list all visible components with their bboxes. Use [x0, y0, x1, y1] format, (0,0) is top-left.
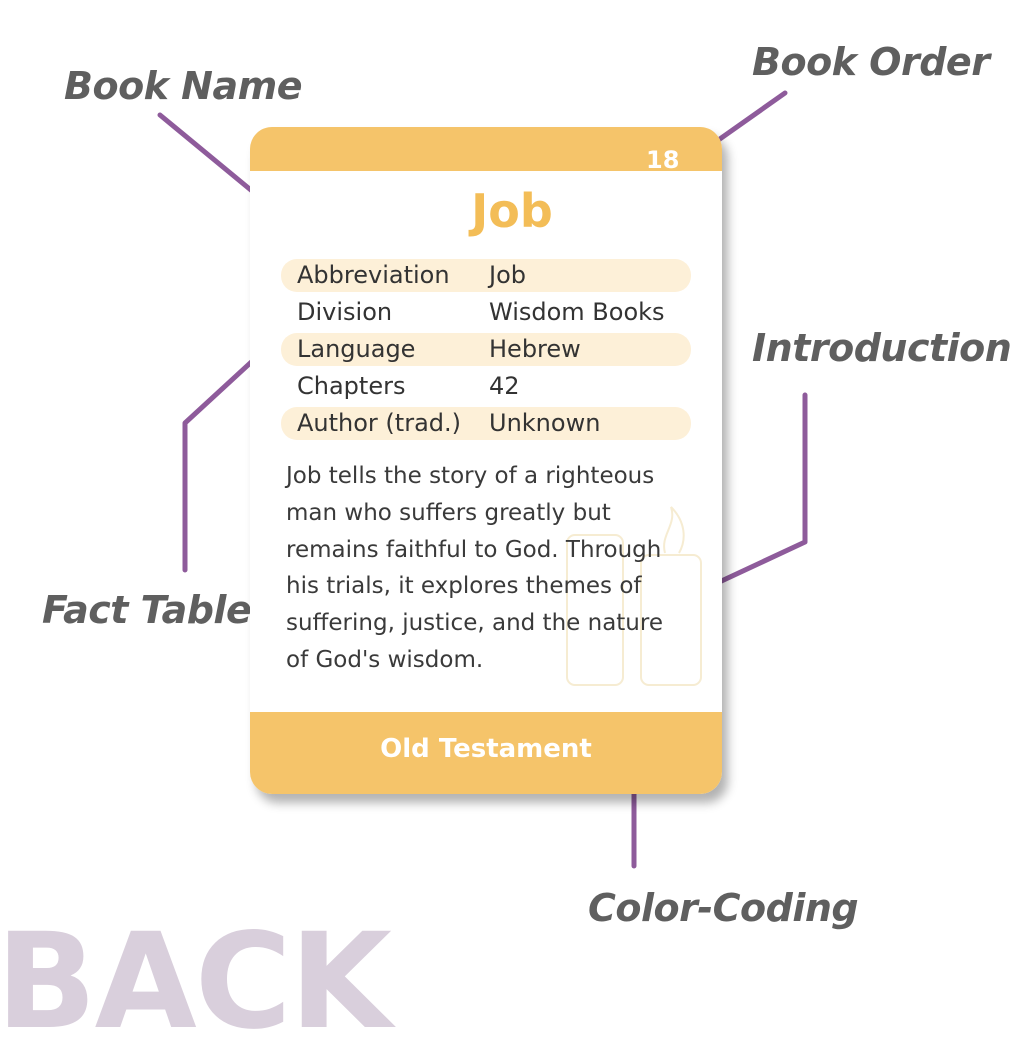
fact-value: Unknown	[489, 409, 601, 437]
introduction-callout: Introduction	[752, 326, 1012, 370]
book-introduction: Job tells the story of a righteous man w…	[286, 458, 686, 679]
fact-row: Chapters 42	[281, 370, 691, 403]
card-side-label: BACK	[0, 905, 392, 1059]
fact-value: Wisdom Books	[489, 298, 665, 326]
fact-label: Division	[297, 298, 393, 326]
fact-row: Language Hebrew	[281, 333, 691, 366]
book-card	[250, 127, 722, 794]
scroll-watermark-icon	[566, 506, 702, 686]
fact-value: Hebrew	[489, 335, 581, 363]
fact-row: Author (trad.) Unknown	[281, 407, 691, 440]
book-title: Job	[471, 184, 553, 238]
book-order-callout: Book Order	[752, 40, 990, 84]
fact-value: 42	[489, 372, 520, 400]
intro-line: suffering, justice, and the nature	[286, 610, 663, 637]
fact-row: Abbreviation Job	[281, 259, 691, 292]
intro-line: his trials, it explores themes of	[286, 573, 642, 600]
fact-label: Language	[297, 335, 416, 363]
fact-label: Abbreviation	[297, 261, 450, 289]
fact-label: Author (trad.)	[297, 409, 462, 437]
fact-row: Division Wisdom Books	[281, 296, 691, 329]
fact-table: Abbreviation Job Division Wisdom Books L…	[281, 259, 691, 444]
testament-label: Old Testament	[380, 734, 592, 764]
intro-line: man who suffers greatly but	[286, 499, 611, 526]
intro-line: of God's wisdom.	[286, 646, 484, 673]
book-name-callout: Book Name	[64, 64, 303, 108]
book-order-number: 18	[646, 146, 680, 174]
card-footer-band	[250, 712, 722, 794]
card-header-band	[250, 127, 722, 171]
fact-value: Job	[489, 261, 526, 289]
fact-table-leader	[182, 340, 275, 573]
intro-line: Job tells the story of a righteous	[286, 463, 655, 489]
color-coding-callout: Color-Coding	[588, 886, 859, 930]
fact-table-callout: Fact Table	[42, 588, 252, 632]
fact-label: Chapters	[297, 372, 406, 400]
intro-line: remains faithful to God. Through	[286, 536, 662, 563]
